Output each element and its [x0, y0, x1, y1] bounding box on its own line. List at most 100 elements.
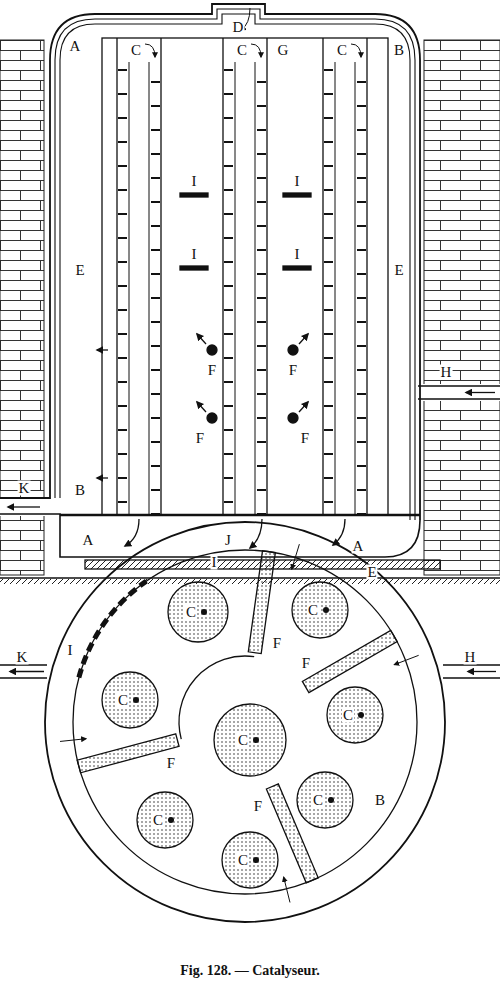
drawing-stroke	[73, 550, 417, 894]
part-letter: F	[253, 799, 263, 814]
drawing-stroke	[0, 40, 44, 575]
part-letter: B	[74, 483, 86, 498]
drawing-stroke	[284, 877, 290, 902]
part-letter: E	[74, 263, 85, 278]
drawing-stroke	[97, 349, 108, 350]
brick-wall	[0, 40, 500, 575]
drawing-stroke	[45, 522, 445, 922]
drawing-stroke	[145, 44, 155, 57]
drawing-stroke	[333, 519, 345, 545]
drawing-stroke	[299, 334, 308, 344]
part-letter: D	[232, 20, 245, 35]
drawing-stroke	[0, 665, 47, 678]
part-letter: I	[191, 247, 198, 262]
part-letter: E	[393, 263, 404, 278]
figure-caption: Fig. 128. — Catalyseur.	[0, 963, 500, 980]
part-letter: H	[464, 650, 477, 665]
drawing-stroke	[351, 44, 361, 57]
drawing-stroke	[292, 544, 300, 569]
drawing-stroke	[358, 712, 364, 718]
drawing-stroke	[102, 38, 388, 515]
drawing-stroke	[79, 581, 146, 677]
drawing-stroke	[102, 672, 158, 728]
part-letter: K	[16, 650, 29, 665]
part-letter: C	[237, 733, 249, 748]
part-letter: F	[300, 431, 310, 446]
part-letter: K	[18, 481, 31, 496]
part-letter: C	[307, 603, 319, 618]
drawing-stroke	[168, 817, 174, 823]
part-letter: I	[67, 643, 74, 658]
drawing-stroke	[118, 70, 160, 514]
drawing-stroke	[466, 392, 495, 393]
drawing-stroke	[297, 772, 353, 828]
part-letter: I	[294, 174, 301, 189]
drawing-stroke	[133, 697, 139, 703]
drawing-stroke	[207, 413, 217, 423]
part-letter: A	[82, 533, 95, 548]
drawing-stroke	[288, 413, 298, 423]
drawing-stroke	[168, 582, 228, 642]
part-letter: I	[211, 555, 218, 570]
drawing-stroke	[0, 577, 500, 579]
drawing-stroke	[223, 38, 267, 515]
drawing-stroke	[443, 665, 500, 678]
drawing-stroke	[283, 193, 311, 197]
drawing-stroke	[197, 402, 206, 412]
part-letter: I	[294, 247, 301, 262]
drawing-stroke	[222, 832, 278, 888]
drawing-stroke	[125, 519, 139, 546]
drawing-stroke	[180, 193, 208, 197]
part-letter: E	[366, 565, 377, 580]
drawing-stroke	[0, 514, 420, 557]
drawing-stroke	[0, 4, 420, 520]
drawing-stroke	[292, 582, 348, 638]
drawing-stroke	[77, 734, 179, 773]
part-letter: F	[166, 756, 176, 771]
part-letter: H	[440, 365, 453, 380]
drawing-stroke	[327, 687, 383, 743]
drawing-stroke	[468, 671, 496, 672]
catalyser-plan	[0, 522, 500, 922]
part-letter: I	[191, 174, 198, 189]
part-letter: F	[272, 636, 282, 651]
part-letter: F	[288, 363, 298, 378]
drawing-stroke	[60, 739, 86, 742]
part-letter: J	[224, 533, 232, 548]
drawing-stroke	[424, 40, 500, 575]
drawing-stroke	[324, 70, 366, 514]
drawing-stroke	[235, 62, 255, 515]
part-letter: B	[374, 793, 386, 808]
drawing-stroke	[335, 62, 355, 515]
part-letter: G	[277, 43, 290, 58]
drawing-stroke	[60, 14, 410, 520]
drawing-stroke	[8, 506, 40, 507]
part-letter: C	[237, 853, 249, 868]
part-letter: C	[185, 605, 197, 620]
drawing-stroke	[224, 70, 266, 514]
part-letter: F	[195, 431, 205, 446]
drawing-stroke	[323, 38, 367, 515]
part-letter: C	[152, 813, 164, 828]
drawing-stroke	[283, 266, 311, 270]
drawing-stroke	[418, 386, 500, 399]
drawing-stroke	[299, 402, 308, 412]
drawing-stroke	[328, 797, 334, 803]
drawing-stroke	[10, 671, 44, 672]
drawing-stroke	[201, 609, 207, 615]
drawing-stroke	[253, 857, 259, 863]
drawing-stroke	[129, 62, 149, 515]
drawing-stroke	[197, 334, 206, 344]
drawing-stroke	[117, 38, 161, 515]
part-letter: A	[69, 39, 82, 54]
drawing-stroke	[251, 44, 261, 57]
part-letter: C	[312, 793, 324, 808]
drawing-stroke	[288, 345, 298, 355]
drawing-stroke	[0, 579, 500, 584]
part-letter: C	[336, 43, 348, 58]
part-letter: C	[236, 43, 248, 58]
drawing-stroke	[302, 630, 397, 692]
drawing-stroke	[323, 607, 329, 613]
drawing-stroke	[418, 384, 500, 401]
